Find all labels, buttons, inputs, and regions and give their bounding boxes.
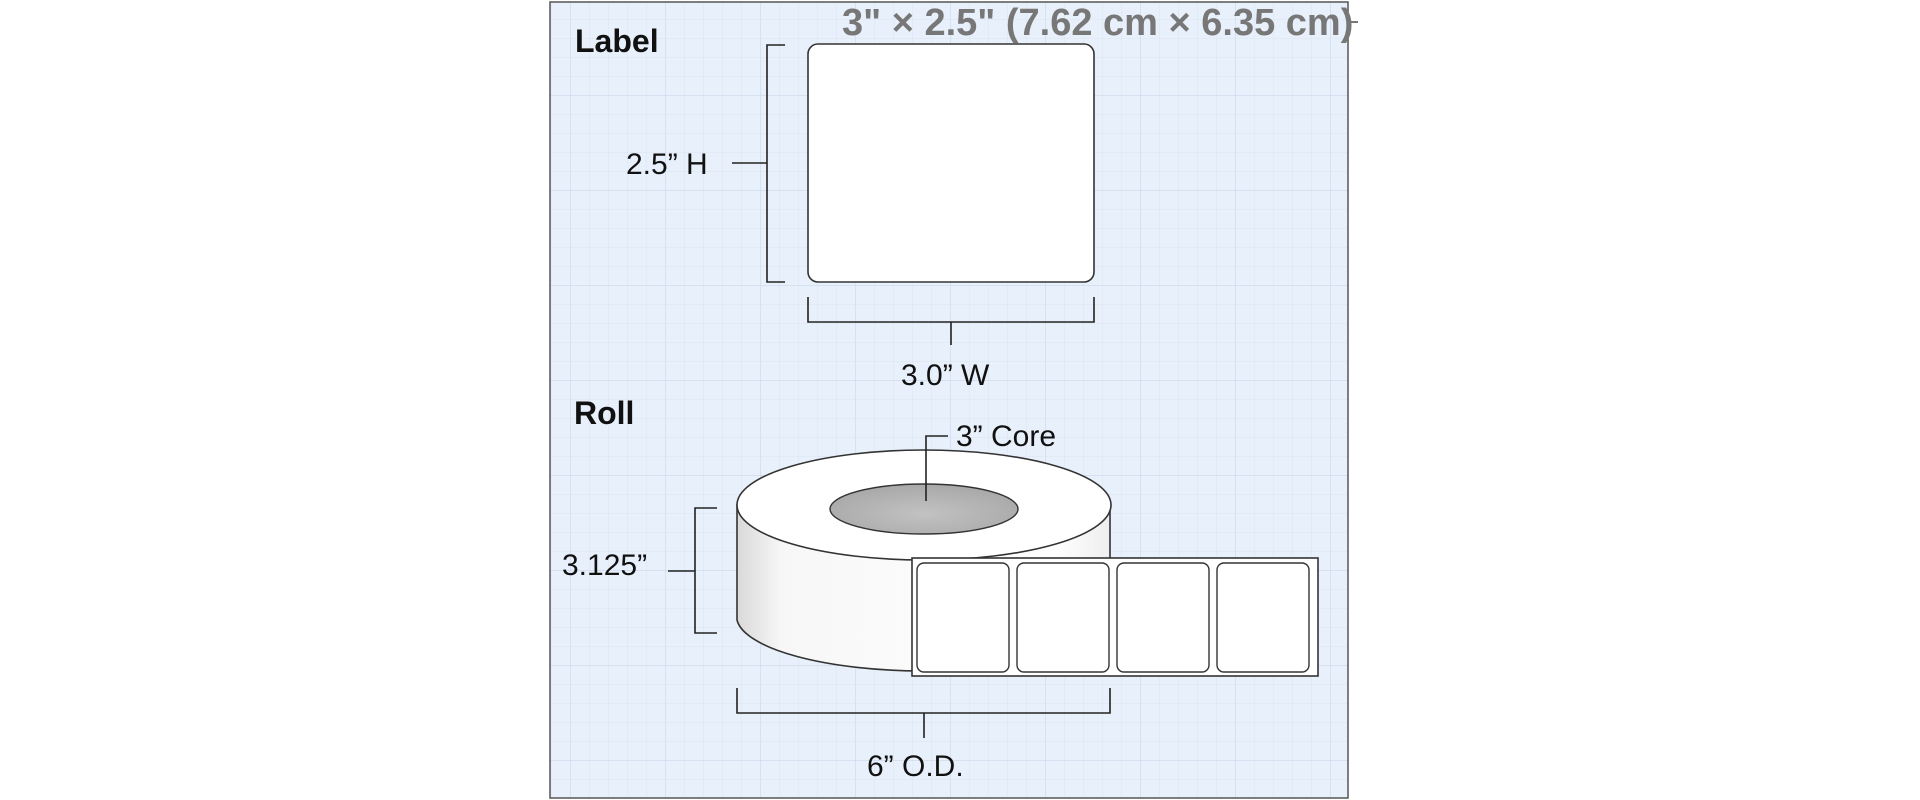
outer-diameter-text: 6” O.D. (867, 750, 964, 783)
strip-label-3 (1116, 562, 1210, 673)
strip-label-4 (1216, 562, 1310, 673)
roll-core (829, 483, 1019, 535)
label-section-heading: Label (575, 23, 659, 59)
label-height-text: 2.5” H (626, 148, 708, 181)
label-width-text: 3.0” W (901, 359, 990, 392)
strip-label-1 (916, 562, 1010, 673)
core-text: 3” Core (956, 420, 1056, 453)
strip-label-2 (1016, 562, 1110, 673)
label-shape (807, 43, 1095, 283)
label-size-title: 3" × 2.5" (7.62 cm × 6.35 cm) (842, 2, 1353, 44)
label-roll (736, 449, 1319, 677)
roll-width-bracket (668, 507, 717, 634)
core-leader (925, 435, 948, 501)
label-width-bracket (807, 297, 1095, 345)
label-height-bracket (732, 44, 785, 283)
outer-diameter-bracket (736, 688, 1111, 738)
roll-section-heading: Roll (574, 395, 634, 431)
roll-width-text: 3.125” (562, 549, 647, 582)
